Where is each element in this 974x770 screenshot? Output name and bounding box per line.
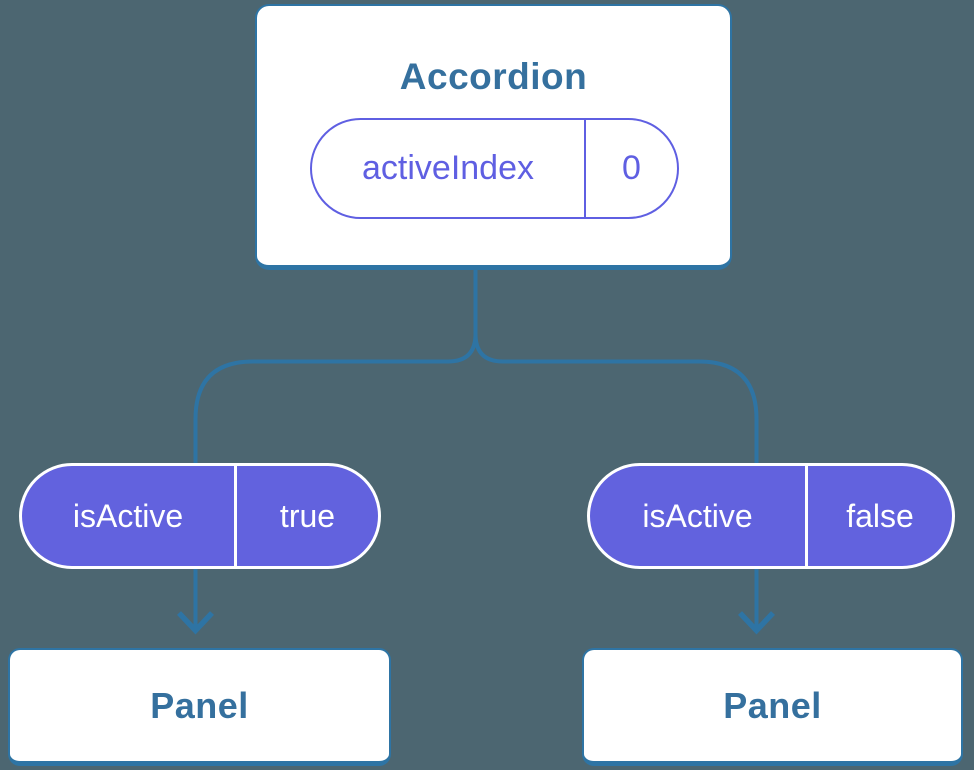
component-title: Accordion [399, 56, 588, 97]
prop-value-label: false [846, 497, 914, 534]
panel-card-right: Panel [582, 648, 963, 766]
prop-name-label: isActive [642, 497, 753, 534]
panel-title: Panel [150, 684, 249, 726]
connector-left-line [193, 268, 478, 627]
accordion-card: Accordion activeIndex 0 [255, 4, 732, 270]
state-name-label: activeIndex [362, 149, 534, 187]
arrow-down-icon [737, 611, 776, 635]
prop-value-label: true [279, 497, 336, 534]
pill-divider [234, 466, 237, 566]
panel-title: Panel [723, 684, 822, 726]
prop-pill-left: isActive true [19, 463, 381, 569]
state-pill: activeIndex 0 [310, 118, 679, 219]
pill-divider [805, 466, 808, 566]
prop-pill-right: isActive false [587, 463, 955, 569]
pill-divider [584, 120, 586, 217]
state-value-label: 0 [622, 149, 641, 187]
panel-card-left: Panel [8, 648, 391, 766]
connector-right-line [473, 268, 759, 627]
arrow-down-icon [176, 611, 215, 635]
prop-name-label: isActive [72, 497, 184, 534]
